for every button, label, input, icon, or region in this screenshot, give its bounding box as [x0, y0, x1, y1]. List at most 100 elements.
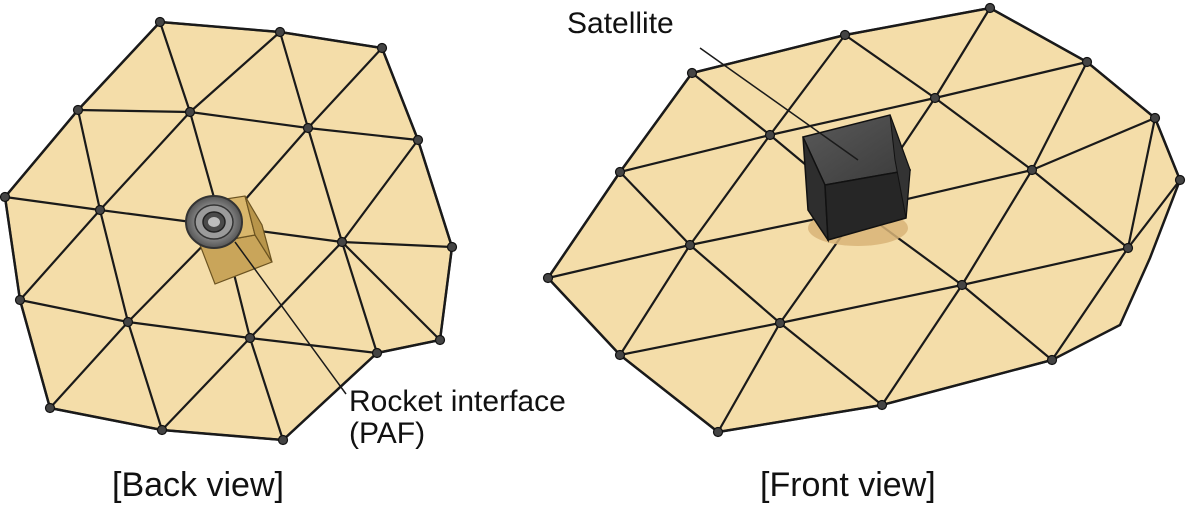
truss-node — [302, 122, 314, 134]
truss-member — [188, 30, 282, 114]
truss-node — [376, 42, 388, 54]
truss-node — [44, 402, 56, 414]
truss-node — [154, 16, 166, 28]
truss-node — [412, 134, 424, 146]
truss-member — [768, 96, 937, 137]
truss-member — [988, 6, 1089, 64]
truss-member — [248, 336, 285, 442]
truss-node — [94, 204, 106, 216]
truss-node — [956, 279, 968, 291]
truss-node — [14, 294, 26, 306]
truss-member — [843, 33, 937, 100]
truss-member — [306, 126, 344, 244]
truss-member — [546, 276, 622, 357]
truss-node — [774, 317, 786, 329]
truss-node — [1174, 174, 1186, 186]
truss-member — [546, 243, 692, 280]
truss-member — [438, 245, 454, 342]
truss-node — [876, 399, 888, 411]
truss-member — [768, 33, 847, 137]
truss-node — [274, 26, 286, 38]
satellite-label: Satellite — [567, 7, 674, 40]
truss-node — [542, 272, 554, 284]
truss-member — [281, 351, 379, 442]
truss-member — [1030, 116, 1157, 172]
truss-node — [184, 106, 196, 118]
truss-member — [960, 283, 1054, 362]
truss-node — [277, 434, 289, 446]
front-view-structure — [542, 2, 1186, 438]
truss-member — [618, 170, 692, 247]
truss-node — [1026, 164, 1038, 176]
truss-member — [76, 108, 192, 114]
truss-member — [48, 406, 164, 432]
truss-member — [933, 6, 992, 100]
truss-member — [306, 46, 384, 130]
truss-member — [340, 138, 420, 244]
truss-node — [336, 236, 348, 248]
truss-member — [933, 60, 1089, 100]
paf-ring — [185, 195, 243, 249]
rocket-interface-label: Rocket interface (PAF) — [349, 386, 566, 449]
truss-member — [688, 133, 772, 247]
truss-member — [306, 126, 420, 142]
truss-member — [778, 283, 964, 325]
truss-node — [984, 2, 996, 14]
truss-node — [72, 104, 84, 116]
truss-node — [614, 166, 626, 178]
truss-member — [933, 96, 1034, 172]
truss-member — [3, 195, 22, 302]
truss-member — [960, 246, 1130, 287]
truss-member — [18, 298, 52, 410]
front-view-caption: [Front view] — [760, 466, 936, 504]
truss-member — [375, 338, 442, 355]
truss-member — [3, 195, 102, 212]
truss-node — [1149, 112, 1161, 124]
truss-member — [618, 243, 692, 357]
truss-node — [156, 424, 168, 436]
truss-node — [764, 129, 776, 141]
truss-member — [18, 298, 130, 324]
truss-member — [546, 170, 622, 280]
truss-member — [618, 133, 772, 174]
truss-node — [1122, 242, 1134, 254]
truss-member — [126, 320, 252, 340]
satellite-leader-line — [699, 47, 859, 161]
truss-member — [48, 320, 130, 410]
truss-member — [248, 240, 344, 340]
truss-node — [712, 426, 724, 438]
truss-member — [1030, 168, 1130, 250]
truss-member — [716, 321, 782, 434]
truss-member — [278, 30, 384, 50]
truss-member — [98, 208, 130, 324]
truss-node — [122, 316, 134, 328]
truss-member — [380, 46, 420, 142]
truss-member — [1153, 116, 1182, 182]
truss-node — [1046, 354, 1058, 366]
truss-member — [76, 108, 102, 212]
truss-member — [158, 20, 192, 114]
truss-member — [778, 321, 884, 407]
truss-node — [929, 92, 941, 104]
truss-member — [880, 283, 964, 407]
truss-member — [160, 428, 285, 442]
truss-node — [244, 332, 256, 344]
satellite-cube — [801, 114, 912, 243]
truss-node — [1081, 56, 1093, 68]
truss-member — [158, 20, 282, 34]
truss-member — [716, 403, 884, 434]
truss-member — [618, 353, 720, 434]
truss-member — [618, 71, 694, 174]
truss-member — [98, 110, 192, 212]
truss-member — [1085, 60, 1157, 120]
truss-member — [340, 240, 442, 342]
truss-member — [690, 33, 847, 75]
truss-node — [684, 239, 696, 251]
truss-member — [690, 71, 772, 137]
back-view-truss-members — [3, 20, 454, 442]
truss-member — [1126, 116, 1157, 250]
truss-node — [614, 349, 626, 361]
truss-node — [686, 67, 698, 79]
